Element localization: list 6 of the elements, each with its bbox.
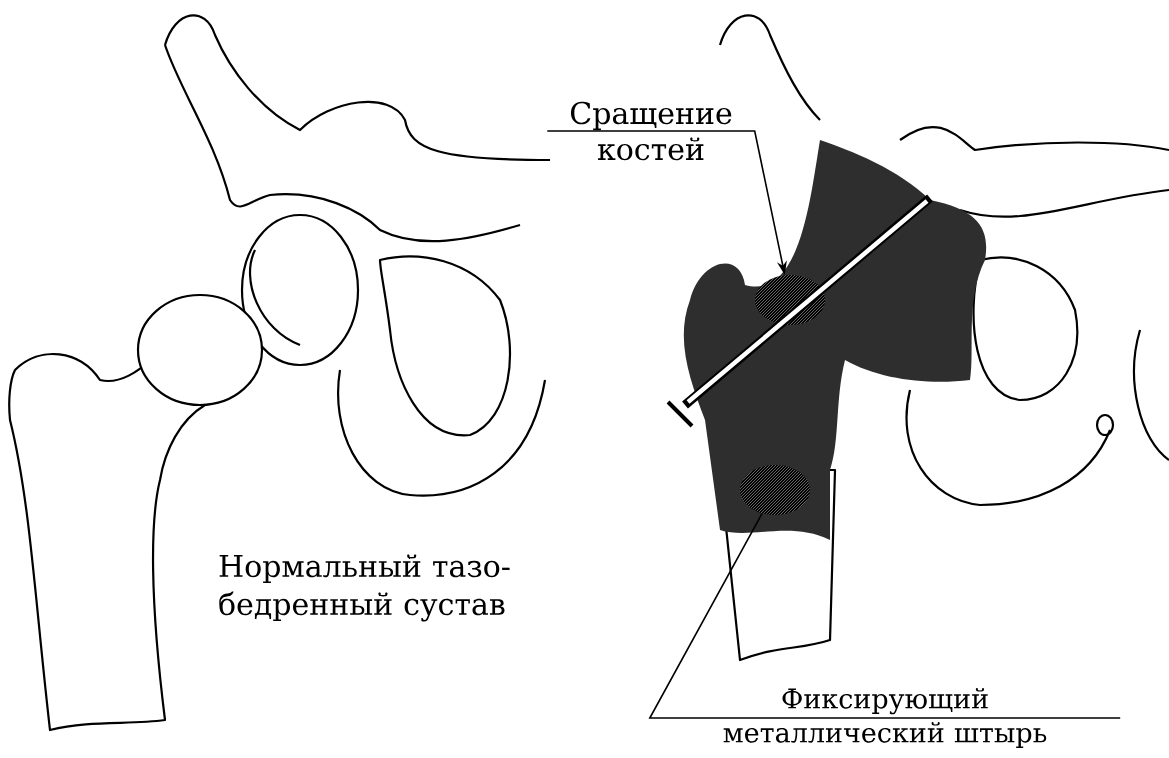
caption-text: Нормальный тазо-бедренный сустав (219, 554, 510, 622)
callout-text: Фиксирующий металлический штырь (723, 688, 1047, 748)
leader-line (648, 512, 1121, 719)
bone-fusion-area (755, 275, 825, 325)
fused-bone-area (740, 465, 810, 515)
callout-text: Сращение костей (570, 101, 732, 161)
